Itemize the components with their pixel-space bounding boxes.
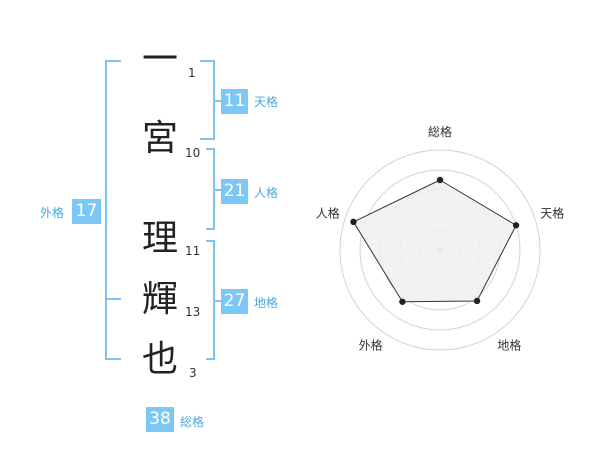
gaikaku-label: 外格 <box>40 206 65 220</box>
radar-axis-label: 人格 <box>316 206 340 221</box>
name-char-4: 輝 <box>141 279 178 320</box>
jinkaku-bracket <box>206 148 215 230</box>
radar-point <box>436 176 444 184</box>
gaikaku-bracket-tick <box>105 298 121 300</box>
name-char-1: 一 <box>141 39 178 80</box>
soukaku-badge: 38 <box>146 407 174 432</box>
chikaku-badge: 27 <box>221 289 248 314</box>
tenkaku-badge: 11 <box>221 89 248 114</box>
radar-point <box>473 297 481 305</box>
stroke-count-2: 10 <box>185 146 201 160</box>
stroke-count-1: 1 <box>188 66 196 80</box>
radar-ring <box>359 169 521 331</box>
radar-axis-label: 天格 <box>540 206 564 221</box>
stroke-count-4: 13 <box>185 305 201 319</box>
stroke-count-3: 11 <box>185 244 201 258</box>
jinkaku-label: 人格 <box>254 186 279 200</box>
stroke-count-5: 3 <box>189 366 197 380</box>
tenkaku-bracket-tick <box>215 100 221 102</box>
name-char-2: 宮 <box>141 118 178 159</box>
radar-point <box>350 218 357 226</box>
radar-axis-label: 総格 <box>428 124 452 139</box>
radar-point <box>399 298 406 305</box>
jinkaku-bracket-tick <box>215 189 221 191</box>
chikaku-bracket <box>206 240 215 360</box>
chikaku-label: 地格 <box>254 296 279 310</box>
tenkaku-label: 天格 <box>254 95 279 109</box>
gaikaku-bracket <box>105 60 121 360</box>
name-char-5: 也 <box>141 339 178 380</box>
radar-area <box>352 179 517 303</box>
jinkaku-badge: 21 <box>221 179 248 204</box>
radar-point <box>512 222 520 229</box>
name-char-3: 理 <box>141 218 178 259</box>
radar-axis-label: 地格 <box>497 337 521 352</box>
soukaku-label: 総格 <box>180 415 205 429</box>
radar-ring <box>339 149 541 351</box>
chikaku-bracket-tick <box>215 300 221 302</box>
tenkaku-bracket <box>200 60 215 140</box>
gaikaku-badge: 17 <box>72 199 101 224</box>
radar-axis-label: 外格 <box>359 337 383 352</box>
